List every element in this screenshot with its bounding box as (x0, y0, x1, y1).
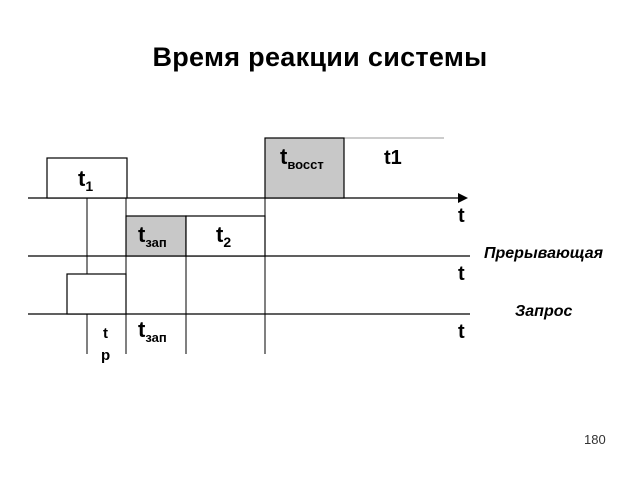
label-request: Запрос (515, 303, 573, 320)
label-t-zap-bottom: tзап (138, 317, 167, 345)
slide-title: Время реакции системы (152, 42, 488, 72)
axis-label-t-2: t (458, 263, 465, 285)
t1-pulse-box (46, 157, 128, 199)
t-vosst-box (264, 137, 345, 199)
label-t-vosst: tвосст (280, 144, 324, 172)
label-t2: t2 (216, 222, 231, 250)
label-t1: t1 (78, 166, 93, 194)
label-t1-right: t1 (384, 147, 402, 169)
t2-box (185, 215, 266, 257)
label-t-zap-box: tзап (138, 222, 167, 250)
request-pulse-box (66, 273, 127, 315)
axis-label-t-1: t (458, 205, 465, 227)
axis-arrow-1 (458, 193, 468, 203)
label-tp-p: р (101, 347, 110, 364)
label-interrupting: Прерывающая (484, 245, 604, 262)
page-number: 180 (584, 432, 606, 447)
label-tp-t: t (103, 325, 108, 342)
axis-label-t-3: t (458, 321, 465, 343)
